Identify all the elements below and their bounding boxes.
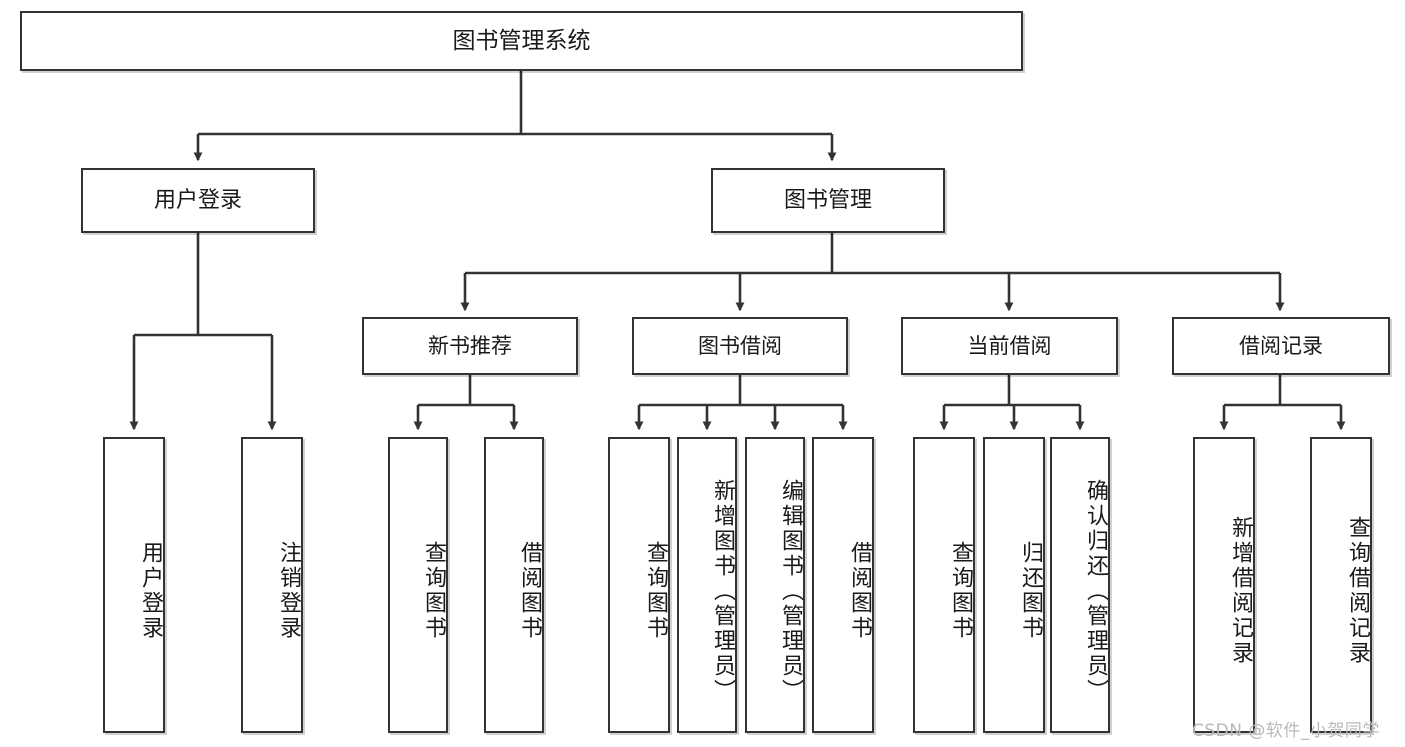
node-label: 借阅记录 [1239, 333, 1323, 358]
node-label: 当前借阅 [967, 333, 1052, 358]
node-label: 借阅图书 [847, 541, 872, 641]
node-borrow-record[interactable]: 借阅记录 [1172, 317, 1390, 375]
node-label: 图书借阅 [698, 333, 782, 358]
node-book-borrow[interactable]: 图书借阅 [632, 317, 848, 375]
leaf-current-borrow-confirm-return-admin[interactable]: 确认归还（管理员） [1050, 437, 1110, 733]
node-label: 新增图书（管理员） [710, 478, 735, 704]
node-book-management[interactable]: 图书管理 [711, 168, 945, 233]
node-label: 确认归还（管理员） [1083, 478, 1108, 704]
node-label: 用户登录 [138, 541, 163, 641]
node-current-borrow[interactable]: 当前借阅 [901, 317, 1118, 375]
leaf-book-borrow-add-book-admin[interactable]: 新增图书（管理员） [677, 437, 737, 733]
leaf-book-borrow-query-book[interactable]: 查询图书 [608, 437, 670, 733]
leaf-borrow-record-query-record[interactable]: 查询借阅记录 [1310, 437, 1372, 733]
node-label: 注销登录 [276, 541, 301, 641]
node-label: 查询图书 [421, 541, 446, 641]
leaf-user-login-logout[interactable]: 注销登录 [241, 437, 303, 733]
node-label: 新书推荐 [428, 333, 512, 358]
leaf-new-book-query-book[interactable]: 查询图书 [388, 437, 448, 733]
node-label: 借阅图书 [517, 541, 542, 641]
node-label: 新增借阅记录 [1228, 516, 1253, 666]
node-root-book-management-system[interactable]: 图书管理系统 [20, 11, 1023, 71]
leaf-book-borrow-edit-book-admin[interactable]: 编辑图书（管理员） [745, 437, 805, 733]
leaf-borrow-record-add-record[interactable]: 新增借阅记录 [1193, 437, 1255, 733]
leaf-user-login-login[interactable]: 用户登录 [103, 437, 165, 733]
node-label: 查询图书 [643, 541, 668, 641]
leaf-current-borrow-return-book[interactable]: 归还图书 [983, 437, 1045, 733]
node-label: 归还图书 [1018, 541, 1043, 641]
csdn-watermark: CSDN @软件_小贺同学 [1192, 721, 1380, 741]
node-label: 编辑图书（管理员） [778, 478, 803, 704]
leaf-new-book-borrow-book[interactable]: 借阅图书 [484, 437, 544, 733]
node-new-book-recommend[interactable]: 新书推荐 [362, 317, 578, 375]
node-user-login[interactable]: 用户登录 [81, 168, 315, 233]
leaf-book-borrow-borrow-book[interactable]: 借阅图书 [812, 437, 874, 733]
node-label: 图书管理 [783, 187, 872, 213]
node-label: 图书管理系统 [452, 27, 591, 54]
node-label: 查询图书 [948, 541, 973, 641]
node-label: 查询借阅记录 [1345, 516, 1370, 666]
leaf-current-borrow-query-book[interactable]: 查询图书 [913, 437, 975, 733]
node-label: 用户登录 [153, 187, 242, 213]
